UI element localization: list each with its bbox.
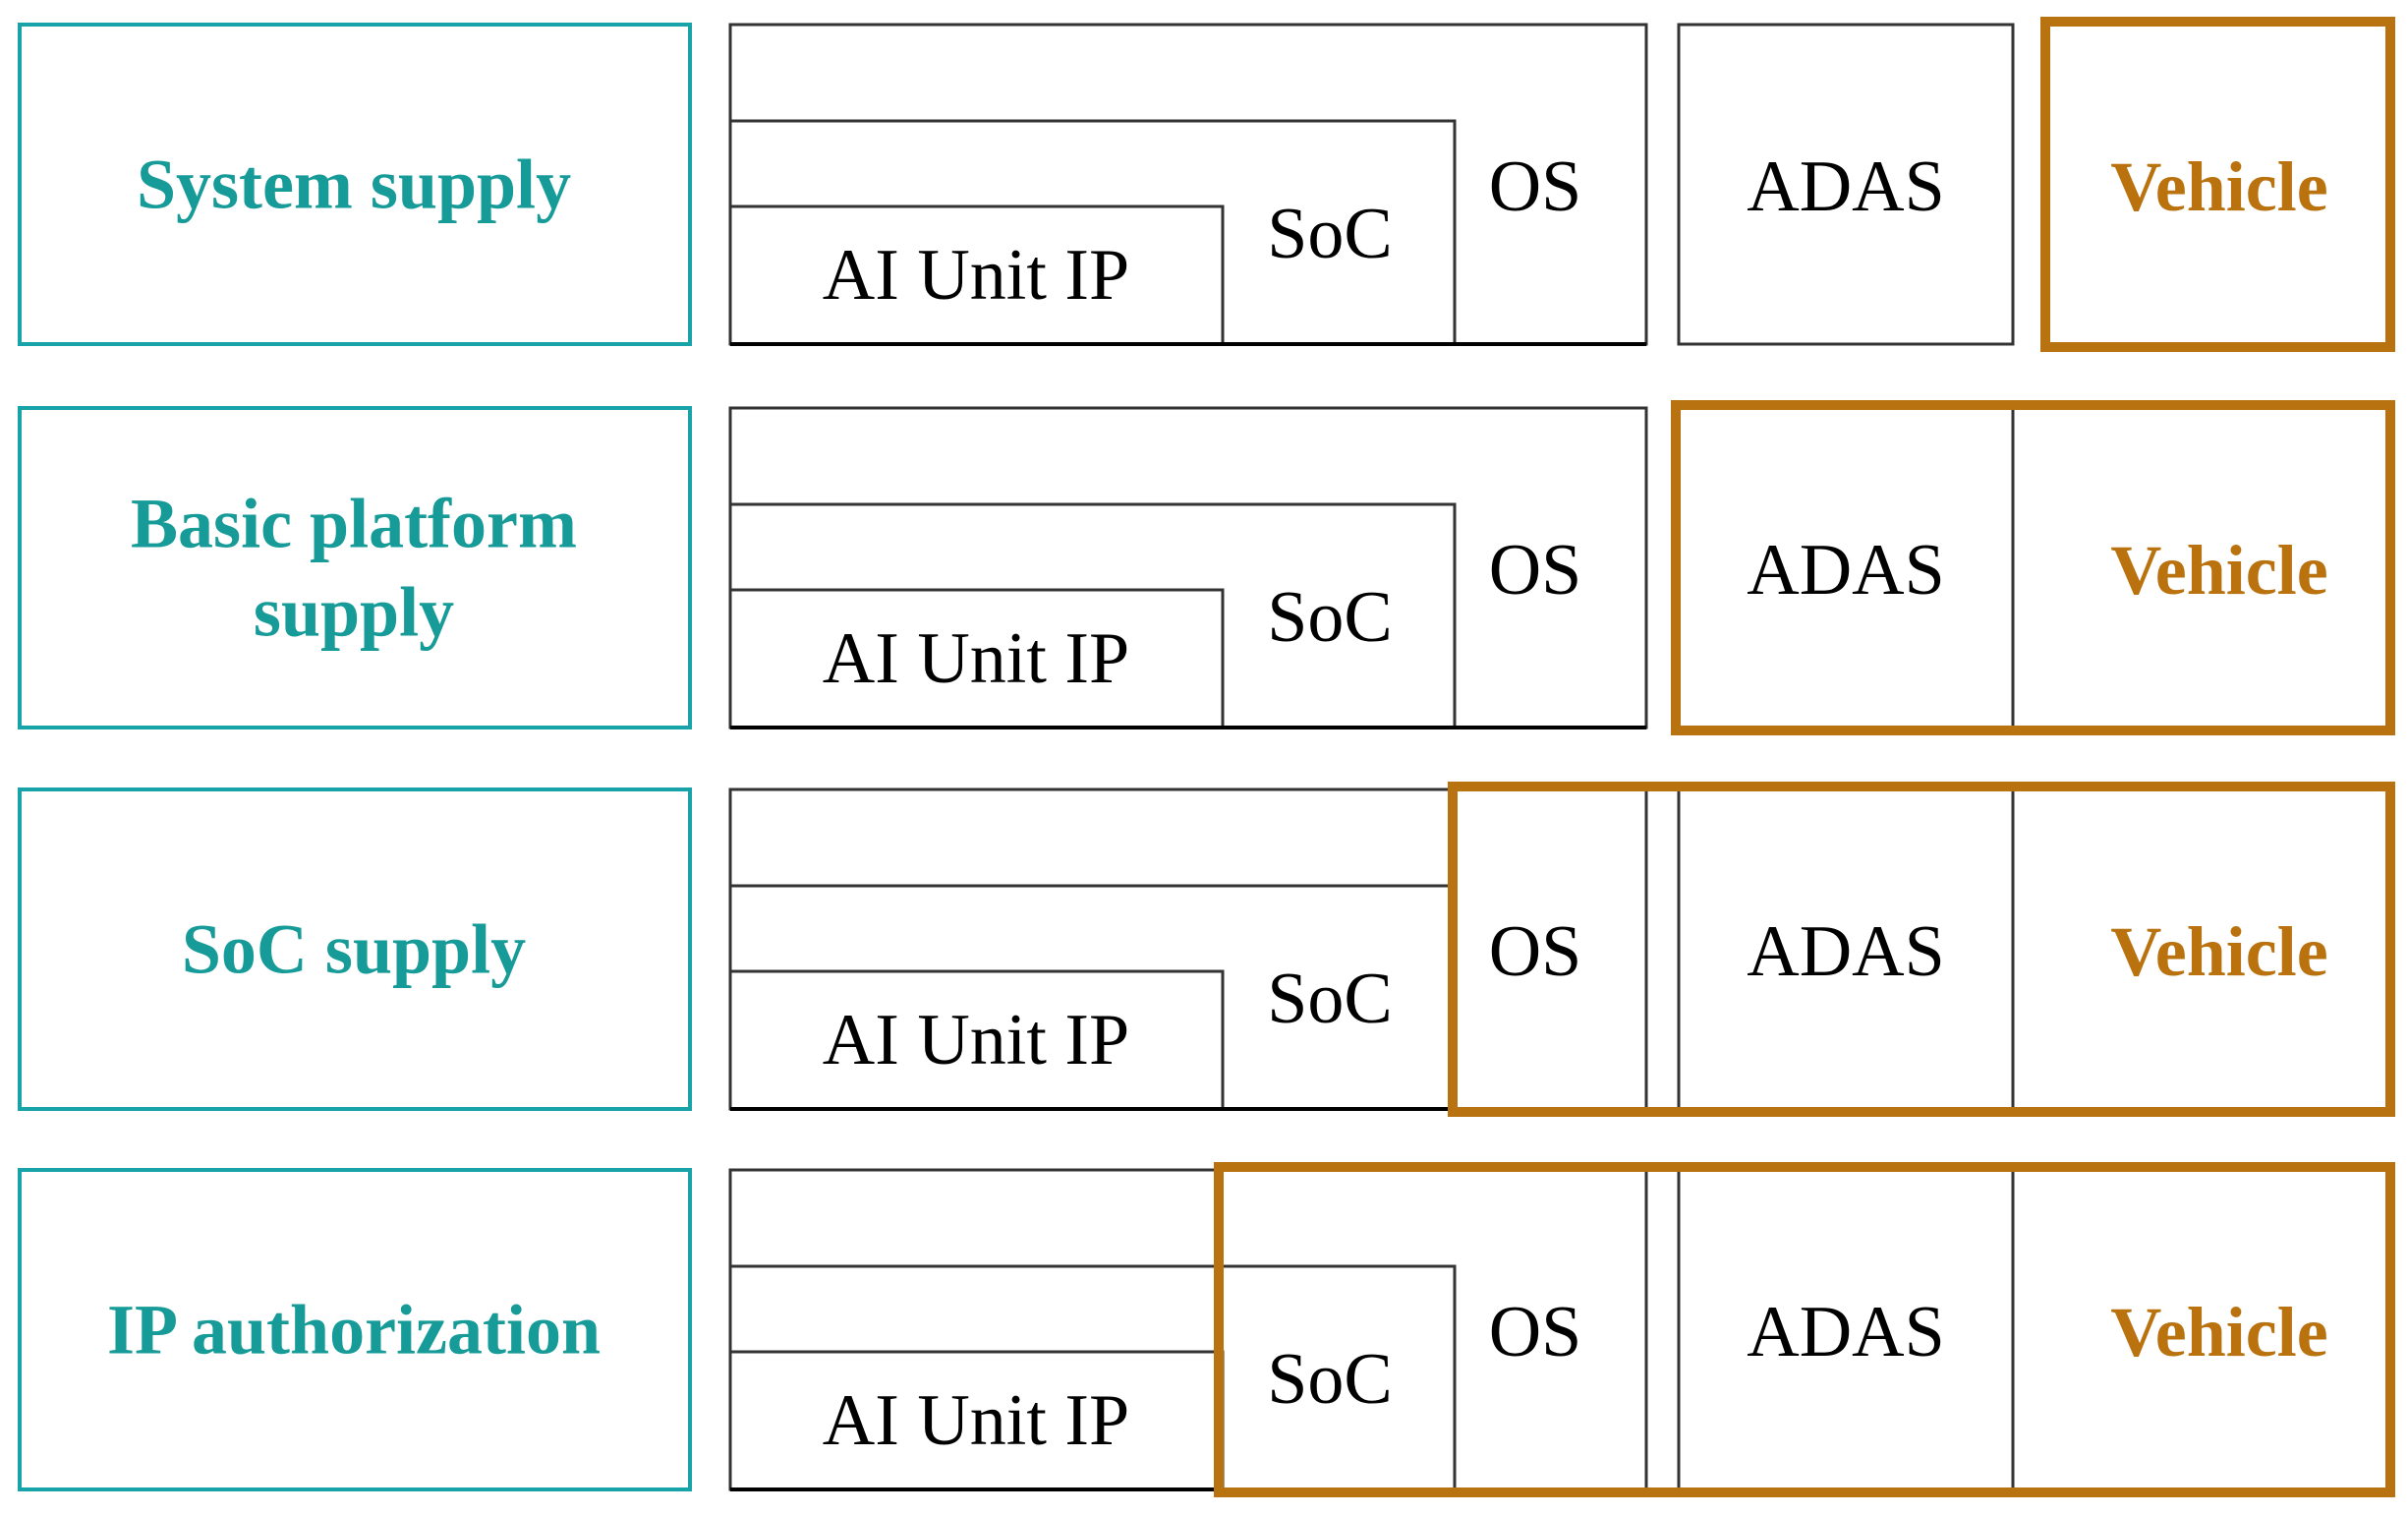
ai-unit-ip-label: AI Unit IP: [823, 1380, 1129, 1461]
vehicle-label: Vehicle: [2110, 912, 2327, 991]
supply-mode-label: Basic platform: [131, 485, 577, 563]
supply-scope-highlight: [1448, 782, 2395, 1117]
supply-row: Basic platform supply AI Unit IP SoC OS ADAS V…: [18, 400, 2395, 735]
ai-unit-ip-label: AI Unit IP: [823, 618, 1129, 699]
os-label: OS: [1489, 1292, 1582, 1372]
supply-mode-box: [18, 787, 692, 1111]
soc-label: SoC: [1267, 1339, 1393, 1420]
adas-label: ADAS: [1747, 530, 1944, 611]
os-label: OS: [1489, 530, 1582, 611]
ai-unit-ip-box: [730, 969, 1225, 1109]
supply-mode-label: IP authorization: [107, 1291, 601, 1370]
os-label: OS: [1489, 911, 1582, 992]
supply-row: SoC supply AI Unit IP SoC OS ADAS Vehicle: [18, 782, 2395, 1117]
adas-label: ADAS: [1747, 911, 1944, 992]
vehicle-label: Vehicle: [2110, 147, 2327, 226]
soc-label: SoC: [1267, 194, 1393, 274]
supply-row: System supply AI Unit IP SoC OS ADAS Vehicle: [18, 17, 2395, 352]
supply-mode-box: [18, 23, 692, 346]
ai-unit-ip-box: [730, 204, 1225, 344]
supply-mode-label: SoC supply: [182, 910, 526, 989]
supply-mode-label: System supply: [137, 146, 571, 224]
adas-label: ADAS: [1747, 146, 1944, 227]
ai-unit-ip-box: [730, 588, 1225, 728]
soc-layer-box: [730, 502, 1457, 728]
supply-scope-highlight: [2040, 17, 2395, 352]
adas-layer-box: [1677, 23, 2015, 346]
soc-layer-box: [730, 1264, 1457, 1489]
soc-label: SoC: [1267, 959, 1393, 1039]
ai-unit-ip-label: AI Unit IP: [823, 235, 1129, 316]
supply-row: IP authorization AI Unit IP SoC OS ADAS Vehic…: [18, 1162, 2395, 1497]
soc-layer-box: [730, 119, 1457, 344]
supply-mode-label: supply: [254, 573, 454, 652]
vehicle-label: Vehicle: [2110, 531, 2327, 610]
supply-scope-highlight: [1214, 1162, 2395, 1497]
soc-label: SoC: [1267, 577, 1393, 658]
os-label: OS: [1489, 146, 1582, 227]
vehicle-label: Vehicle: [2110, 1293, 2327, 1371]
adas-label: ADAS: [1747, 1292, 1944, 1372]
supply-mode-box: [18, 1168, 692, 1491]
supply-mode-box: [18, 406, 692, 729]
supply-scope-highlight: [1671, 400, 2395, 735]
ai-unit-ip-label: AI Unit IP: [823, 1000, 1129, 1080]
